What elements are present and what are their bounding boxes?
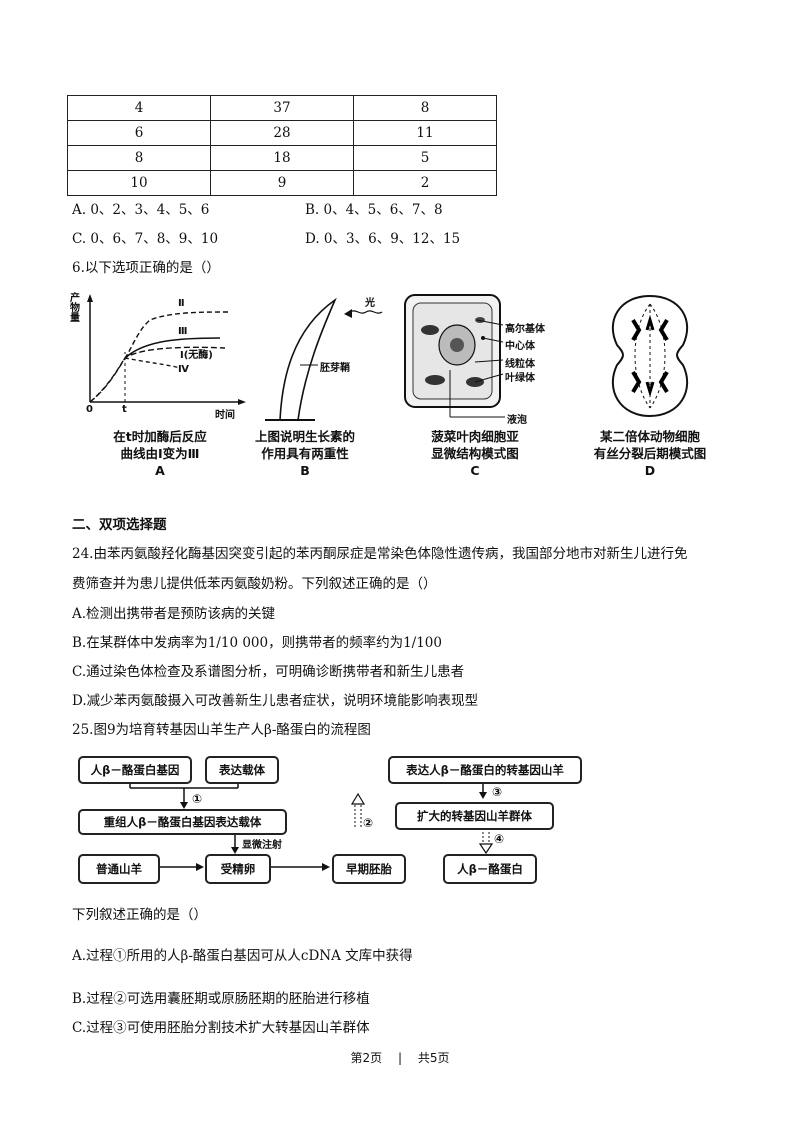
table-cell: 6 <box>67 120 211 146</box>
figure-d-letter: D <box>644 463 656 478</box>
table-cell: 11 <box>353 120 497 146</box>
q25-prompt: 下列叙述正确的是（） <box>72 907 207 923</box>
t-label: t <box>122 404 127 415</box>
curve-3-label: Ⅲ <box>178 326 188 337</box>
box-ordinary-goat: 普通山羊 <box>78 854 160 884</box>
q6-stem: 6.以下选项正确的是（） <box>72 260 220 276</box>
box-expression-vector: 表达载体 <box>205 756 279 784</box>
q25-stem: 25.图9为培育转基因山羊生产人β-酪蛋白的流程图 <box>72 722 371 738</box>
plant-cell-drawing <box>404 294 505 418</box>
table-row: 8 18 5 <box>67 145 497 171</box>
table-cell: 8 <box>67 145 211 171</box>
box-early-embryo: 早期胚胎 <box>332 854 406 884</box>
figure-c: 高尔基体 中心体 线粒体 叶绿体 液泡 菠菜叶肉细胞亚 显微结构模式图 C <box>395 290 580 480</box>
table-cell: 8 <box>353 95 497 121</box>
table-cell: 28 <box>210 120 354 146</box>
q25-option-b: B.过程②可选用囊胚期或原肠胚期的胚胎进行移植 <box>72 991 370 1007</box>
box-recombinant-vector: 重组人β－酪蛋白基因表达载体 <box>78 809 287 835</box>
figure-c-caption-1: 菠菜叶肉细胞亚 <box>431 429 519 444</box>
footer-separator: | <box>397 1051 403 1065</box>
step-1-label: ① <box>192 792 203 806</box>
q5-option-a: A. 0、2、3、4、5、6 <box>72 202 210 218</box>
q24-option-d: D.减少苯丙氨酸摄入可改善新生儿患者症状，说明环境能影响表现型 <box>72 693 479 709</box>
figure-b-caption-1: 上图说明生长素的 <box>254 429 355 444</box>
figure-a-caption-2: 曲线由Ⅰ变为Ⅲ <box>120 446 200 461</box>
figure-b: 光 胚芽鞘 上图说明生长素的 作用具有两重性 B <box>240 290 390 480</box>
q24-stem-line-1: 24.由苯丙氨酸羟化酶基因突变引起的苯丙酮尿症是常染色体隐性遗传病，我国部分地市… <box>72 546 688 562</box>
figure-c-caption-2: 显微结构模式图 <box>431 446 519 461</box>
x-axis-label: 时间 <box>215 410 235 421</box>
figure-c-letter: C <box>470 463 480 478</box>
coleoptile-label: 胚芽鞘 <box>320 363 350 374</box>
page-total: 共5页 <box>417 1051 450 1065</box>
q24-option-b: B.在某群体中发病率为1/10 000，则携带者的频率约为1/100 <box>72 635 442 651</box>
section-heading: 二、双项选择题 <box>72 517 167 533</box>
page-number: 第2页 <box>350 1051 383 1065</box>
figure-a-caption-1: 在t时加酶后反应 <box>113 429 207 444</box>
microinjection-label: 显微注射 <box>242 840 282 851</box>
mitochondria-label: 线粒体 <box>505 359 535 370</box>
enzyme-curve-graph <box>87 294 246 405</box>
figure-b-letter: B <box>300 463 310 478</box>
transgenic-goat-flowchart: 人β－酪蛋白基因 表达载体 ① 重组人β－酪蛋白基因表达载体 显微注射 普通山羊… <box>70 752 582 892</box>
table-cell: 37 <box>210 95 354 121</box>
figure-b-caption-2: 作用具有两重性 <box>261 446 349 461</box>
golgi-label: 高尔基体 <box>505 324 545 335</box>
q5-option-c: C. 0、6、7、8、9、10 <box>72 231 219 247</box>
table-cell: 5 <box>353 145 497 171</box>
data-table: 4 37 8 6 28 11 8 18 5 10 9 2 <box>67 95 497 196</box>
q25-option-a: A.过程①所用的人β-酪蛋白基因可从人cDNA 文库中获得 <box>72 948 413 964</box>
mitosis-drawing <box>611 294 689 418</box>
q5-option-b: B. 0、4、5、6、7、8 <box>305 202 443 218</box>
coleoptile-drawing <box>265 297 383 421</box>
step-2-label: ② <box>363 816 374 830</box>
table-cell: 2 <box>353 170 497 196</box>
box-human-casein-gene: 人β－酪蛋白基因 <box>78 756 192 784</box>
q5-option-d: D. 0、3、6、9、12、15 <box>305 231 461 247</box>
centrosome-label: 中心体 <box>505 341 535 352</box>
q24-option-c: C.通过染色体检查及系谱图分析，可明确诊断携带者和新生儿患者 <box>72 664 465 680</box>
table-cell: 10 <box>67 170 211 196</box>
figure-a: 产物量 0 t 时间 Ⅱ Ⅲ Ⅰ(无酶) Ⅳ 在t时加酶后反应 曲线由Ⅰ变为Ⅲ … <box>70 290 250 480</box>
curve-2-label: Ⅱ <box>178 298 185 309</box>
figure-a-letter: A <box>155 463 165 478</box>
box-human-casein: 人β－酪蛋白 <box>443 854 537 884</box>
box-expanded-population: 扩大的转基因山羊群体 <box>395 802 554 830</box>
figure-d-caption-1: 某二倍体动物细胞 <box>599 429 700 444</box>
table-cell: 4 <box>67 95 211 121</box>
table-row: 10 9 2 <box>67 170 497 196</box>
origin-label: 0 <box>86 404 93 415</box>
chloroplast-label: 叶绿体 <box>505 373 535 384</box>
box-transgenic-goat: 表达人β－酪蛋白的转基因山羊 <box>388 756 582 784</box>
table-row: 4 37 8 <box>67 95 497 121</box>
figure-d: 某二倍体动物细胞 有丝分裂后期模式图 D <box>575 290 725 480</box>
page-footer: 第2页 | 共5页 <box>0 1049 800 1066</box>
step-3-label: ③ <box>492 785 503 799</box>
curve-1-label: Ⅰ(无酶) <box>180 350 213 361</box>
step-4-label: ④ <box>494 832 505 846</box>
box-fertilized-egg: 受精卵 <box>205 854 271 884</box>
q24-stem-line-2: 费筛查并为患儿提供低苯丙氨酸奶粉。下列叙述正确的是（） <box>72 576 437 592</box>
vacuole-label: 液泡 <box>507 415 527 426</box>
y-axis-label: 产物量 <box>70 293 80 324</box>
q25-option-c: C.过程③可使用胚胎分割技术扩大转基因山羊群体 <box>72 1020 370 1036</box>
table-cell: 9 <box>210 170 354 196</box>
q24-option-a: A.检测出携带者是预防该病的关键 <box>72 606 276 622</box>
curve-4-label: Ⅳ <box>178 364 189 375</box>
table-cell: 18 <box>210 145 354 171</box>
light-label: 光 <box>365 298 375 309</box>
figure-d-caption-2: 有丝分裂后期模式图 <box>593 446 707 461</box>
table-row: 6 28 11 <box>67 120 497 146</box>
